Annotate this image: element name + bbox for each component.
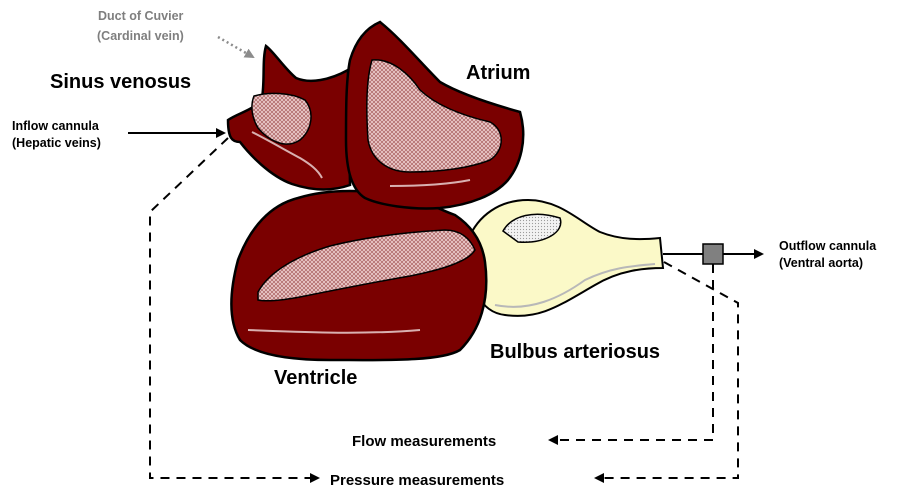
sinus-venosus-shape [228, 46, 350, 189]
outflow-label-line2: (Ventral aorta) [779, 256, 863, 270]
duct-arrow [218, 37, 253, 57]
bulbus-arteriosus-label: Bulbus arteriosus [490, 341, 660, 363]
pressure-line-outflow [596, 262, 738, 478]
square-probe-icon [703, 244, 723, 264]
inflow-label-line2: (Hepatic veins) [12, 136, 101, 150]
duct-label-line2: (Cardinal vein) [97, 29, 184, 43]
outflow-label-line1: Outflow cannula [779, 239, 877, 253]
flow-measurements-label: Flow measurements [352, 433, 496, 450]
atrium-label: Atrium [466, 62, 530, 84]
pressure-measurements-label: Pressure measurements [330, 472, 504, 489]
inflow-label-line1: Inflow cannula [12, 119, 100, 133]
duct-label-line1: Duct of Cuvier [98, 9, 184, 23]
atrium-shape [346, 22, 523, 208]
ventricle-shape [232, 191, 487, 360]
bulbus-arteriosus-shape [468, 200, 663, 316]
sinus-venosus-label: Sinus venosus [50, 71, 191, 93]
ventricle-label: Ventricle [274, 367, 357, 389]
